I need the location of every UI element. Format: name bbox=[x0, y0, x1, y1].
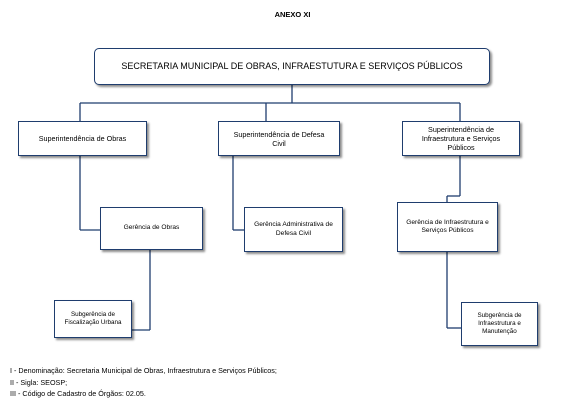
subgerencia-fiscalizacao-box: Subgerência de Fiscalização Urbana bbox=[54, 300, 132, 338]
gerencia-defesa-civil-box: Gerência Administrativa de Defesa Civil bbox=[244, 207, 343, 252]
footer-notes: I - Denominação: Secretaria Municipal de… bbox=[10, 365, 277, 400]
gerencia-infraestrutura-box: Gerência de Infraestrutura e Serviços Pú… bbox=[397, 202, 498, 252]
gerencia-obras-box: Gerência de Obras bbox=[100, 207, 203, 250]
subgerencia-infraestrutura-box: Subgerência de Infraestrutura e Manutenç… bbox=[461, 302, 538, 346]
secretaria-box: SECRETARIA MUNICIPAL DE OBRAS, INFRAESTU… bbox=[94, 48, 490, 85]
footer-codigo: III - Código de Cadastro de Órgãos: 02.0… bbox=[10, 389, 146, 398]
footer-denominacao: I - Denominação: Secretaria Municipal de… bbox=[10, 366, 277, 375]
document-title: ANEXO XI bbox=[274, 10, 311, 19]
footer-sigla: II - Sigla: SEOSP; bbox=[10, 377, 68, 387]
superintendencia-defesa-civil-box: Superintendência de Defesa Civil bbox=[218, 121, 340, 156]
superintendencia-infraestrutura-box: Superintendência de Infraestrutura e Ser… bbox=[402, 121, 520, 156]
superintendencia-obras-box: Superintendência de Obras bbox=[18, 121, 147, 156]
